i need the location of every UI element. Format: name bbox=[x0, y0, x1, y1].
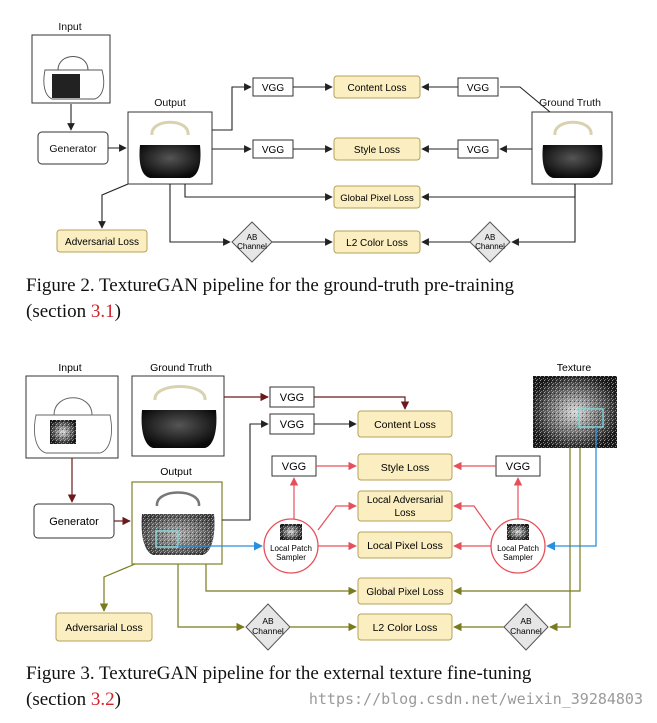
fig3-vgg-label: VGG bbox=[280, 419, 304, 431]
fig3-ab-channel-label: AB bbox=[262, 616, 274, 626]
fig2-caption-suffix: ) bbox=[114, 301, 121, 322]
fig2-l2-color-loss-label: L2 Color Loss bbox=[346, 238, 408, 249]
fig2-vgg-label: VGG bbox=[467, 83, 489, 94]
fig3-ab-channel-label: Channel bbox=[510, 626, 542, 636]
watermark-url: https://blog.csdn.net/weixin_39284803 bbox=[308, 690, 643, 708]
fig3-adversarial-loss-box bbox=[55, 612, 153, 642]
fig3-local-pixel-loss-box bbox=[357, 531, 453, 559]
fig2-adversarial-loss-label: Adversarial Loss bbox=[65, 237, 139, 248]
fig2-caption-line1: Figure 2. TextureGAN pipeline for the gr… bbox=[26, 275, 514, 296]
fig2-input-label: Input bbox=[58, 21, 81, 33]
fig3-output-image bbox=[131, 481, 223, 565]
fig3-input-label: Input bbox=[58, 362, 81, 374]
fig3-texture-image bbox=[533, 376, 617, 448]
fig3-local-patch-sampler-right: Local Patch Sampler bbox=[490, 518, 546, 574]
fig3-content-loss-label: Content Loss bbox=[374, 419, 436, 431]
fig2-vgg-label: VGG bbox=[467, 145, 489, 156]
fig2-ab-channel-label: AB bbox=[247, 233, 258, 242]
fig2-content-loss-box bbox=[333, 75, 421, 99]
fig2-style-loss-label: Style Loss bbox=[354, 145, 400, 156]
fig3-generator-label: Generator bbox=[49, 516, 99, 528]
fig3-style-loss-box bbox=[357, 453, 453, 481]
fig3-caption-line2: (section 3.2) bbox=[26, 688, 121, 712]
fig2-caption-line2: (section 3.1) bbox=[26, 300, 121, 324]
fig2-style-loss-box bbox=[333, 137, 421, 161]
fig3-ab-channel-diamond bbox=[245, 603, 291, 651]
fig2-vgg-label: VGG bbox=[262, 145, 284, 156]
fig3-global-pixel-loss-label: Global Pixel Loss bbox=[366, 587, 443, 598]
fig2-adversarial-loss-box bbox=[56, 229, 148, 253]
fig2-vgg-label: VGG bbox=[262, 83, 284, 94]
fig3-vgg-label: VGG bbox=[280, 392, 304, 404]
fig3-output-label: Output bbox=[160, 466, 192, 478]
fig2-ab-channel-label: Channel bbox=[237, 242, 267, 251]
fig3-olive-arrows bbox=[99, 448, 581, 632]
fig2-global-pixel-loss-label: Global Pixel Loss bbox=[340, 193, 414, 204]
fig2-global-pixel-loss-box bbox=[333, 185, 421, 209]
fig3-ab-channel-label: Channel bbox=[252, 626, 284, 636]
fig3-local-adversarial-loss-label: Loss bbox=[394, 508, 415, 519]
fig3-dark-arrows bbox=[222, 420, 357, 521]
fig3-local-patch-sampler-left: Local Patch Sampler bbox=[263, 518, 319, 574]
fig3-caption-line1: Figure 3. TextureGAN pipeline for the ex… bbox=[26, 663, 532, 684]
fig3-ground-truth-label: Ground Truth bbox=[150, 362, 212, 374]
fig3-l2-color-loss-label: L2 Color Loss bbox=[373, 622, 438, 634]
fig2-ground-truth-image bbox=[531, 111, 613, 185]
fig3-ab-channel-label: AB bbox=[520, 616, 532, 626]
figure-3: Input Ground Truth Texture Generator Out… bbox=[25, 362, 617, 651]
fig2-l2-color-loss-box bbox=[333, 230, 421, 254]
fig2-caption-prefix: (section bbox=[26, 301, 91, 322]
fig3-vgg-label: VGG bbox=[282, 461, 306, 473]
fig2-input-image bbox=[31, 34, 111, 104]
fig2-output-label: Output bbox=[154, 97, 186, 109]
fig3-caption-suffix: ) bbox=[114, 689, 121, 710]
fig3-adversarial-loss-label: Adversarial Loss bbox=[65, 622, 143, 634]
fig3-local-patch-label: Sampler bbox=[276, 553, 306, 562]
fig3-texture-label: Texture bbox=[557, 362, 592, 374]
fig2-ab-channel-label: Channel bbox=[475, 242, 505, 251]
fig3-local-patch-label: Local Patch bbox=[270, 544, 312, 553]
fig3-blue-arrows bbox=[178, 427, 597, 551]
fig3-input-image bbox=[25, 375, 119, 459]
fig3-global-pixel-loss-box bbox=[357, 577, 453, 605]
fig3-local-patch-label: Sampler bbox=[503, 553, 533, 562]
fig2-ab-channel-diamond bbox=[231, 221, 273, 263]
fig3-l2-color-loss-box bbox=[357, 613, 453, 641]
fig2-output-image bbox=[127, 111, 213, 185]
fig3-section-link[interactable]: 3.2 bbox=[90, 689, 115, 710]
fig2-section-link[interactable]: 3.1 bbox=[90, 301, 115, 322]
fig3-caption-prefix: (section bbox=[26, 689, 91, 710]
fig2-generator-label: Generator bbox=[49, 143, 97, 155]
fig3-red-arrows bbox=[289, 461, 523, 551]
fig3-local-adversarial-loss-label: Local Adversarial bbox=[367, 495, 443, 506]
fig2-ab-channel-label: AB bbox=[485, 233, 496, 242]
fig3-local-pixel-loss-label: Local Pixel Loss bbox=[367, 540, 443, 552]
fig3-ground-truth-image bbox=[131, 375, 225, 457]
fig3-local-adversarial-loss-box bbox=[357, 490, 453, 522]
fig2-arrows bbox=[67, 83, 576, 246]
fig2-ab-channel-diamond bbox=[469, 221, 511, 263]
fig3-vgg-label: VGG bbox=[506, 461, 530, 473]
fig3-content-loss-box bbox=[357, 410, 453, 438]
figure-2: Input Generator Output Ground Truth VGG … bbox=[31, 21, 613, 263]
fig2-content-loss-label: Content Loss bbox=[348, 83, 407, 94]
fig3-maroon-arrows bbox=[67, 392, 410, 526]
fig3-style-loss-label: Style Loss bbox=[381, 462, 429, 474]
fig3-ab-channel-diamond bbox=[503, 603, 549, 651]
fig2-ground-truth-label: Ground Truth bbox=[539, 97, 601, 109]
fig3-local-patch-label: Local Patch bbox=[497, 544, 539, 553]
